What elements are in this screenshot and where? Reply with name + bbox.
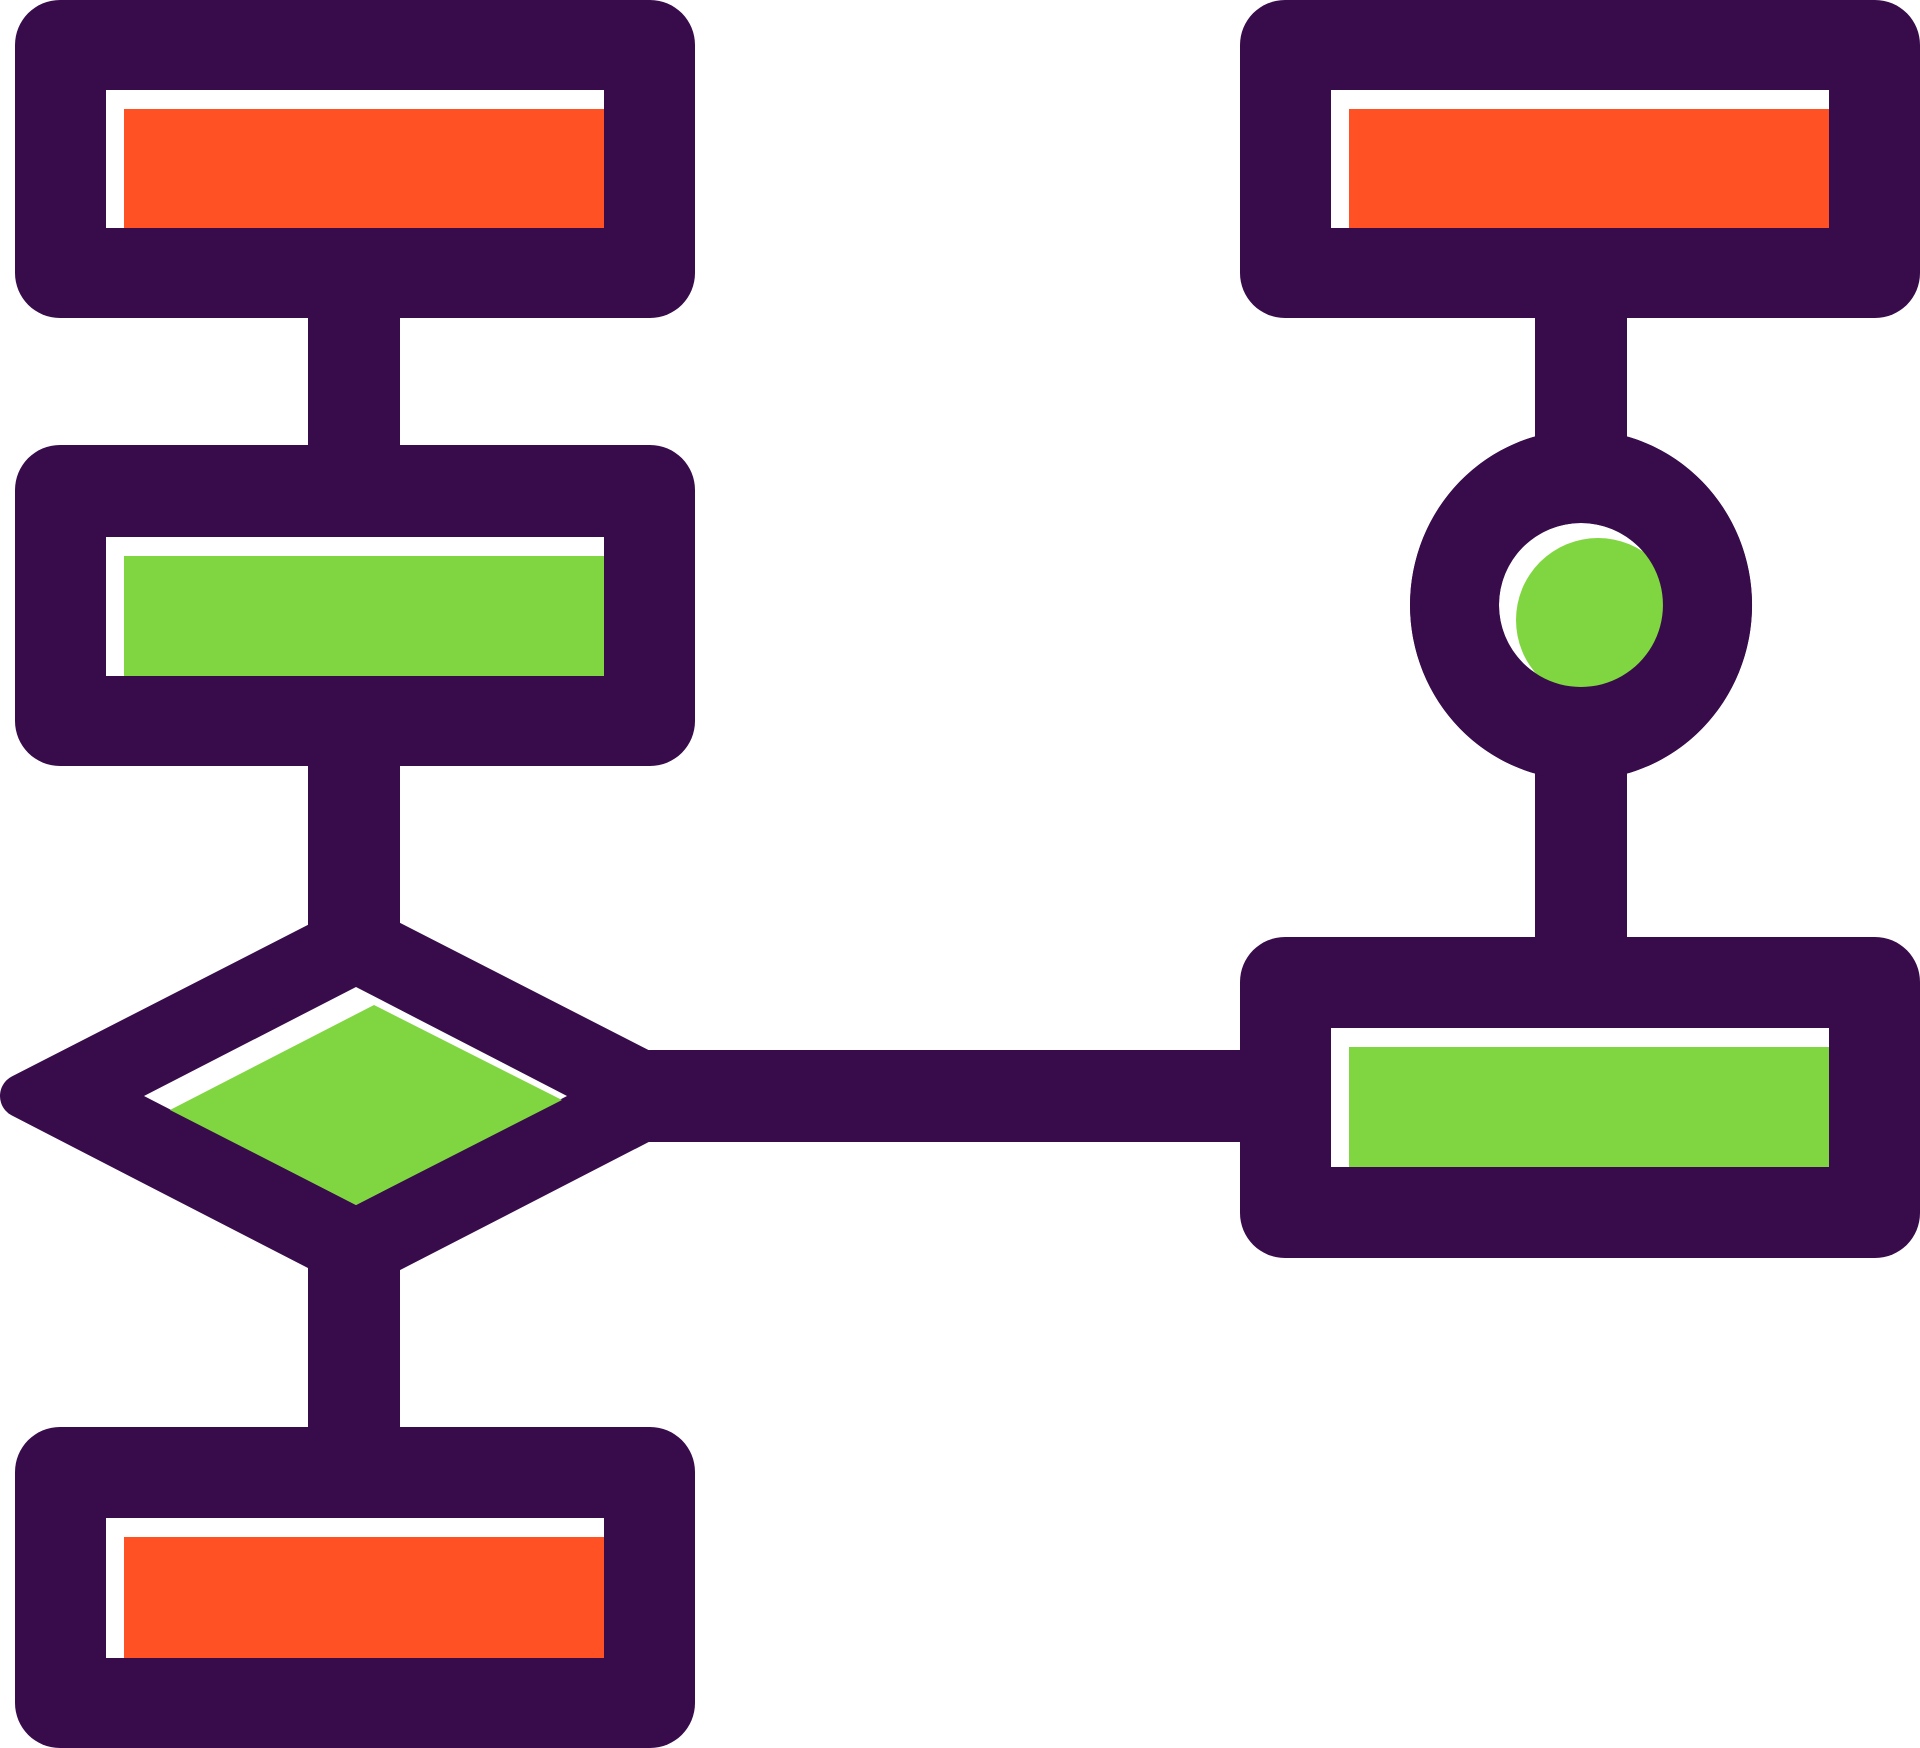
node-circle [1410,430,1753,780]
node-bottom-left [15,1427,695,1748]
node-middle-left [15,445,695,766]
edge-decision-to-bottom-right [640,1050,1280,1142]
edge-circle-to-bottom-right [1535,755,1627,965]
node-decision [0,903,712,1290]
edge-top-left-to-middle-left [308,300,400,460]
node-bottom-right [1240,937,1920,1258]
node-top-right [1240,0,1920,318]
node-top-left [15,0,695,318]
